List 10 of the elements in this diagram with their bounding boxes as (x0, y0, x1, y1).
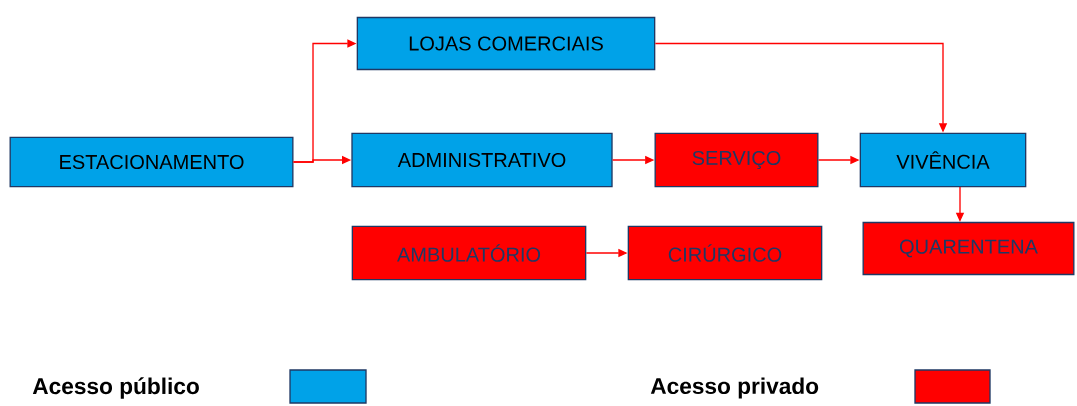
legend-label: Acesso privado (650, 377, 819, 399)
process-box: VIVÊNCIA (859, 132, 1027, 188)
legend-label: Acesso público (32, 377, 199, 399)
process-box: AMBULATÓRIO (351, 225, 587, 281)
process-box: ADMINISTRATIVO (351, 132, 613, 188)
process-box: QUARENTENA (862, 221, 1075, 276)
process-box: CIRÚRGICO (627, 225, 823, 281)
process-box: ESTACIONAMENTO (9, 136, 294, 188)
process-box: SERVIÇO (654, 132, 819, 188)
process-box: LOJAS COMERCIAIS (356, 16, 656, 71)
